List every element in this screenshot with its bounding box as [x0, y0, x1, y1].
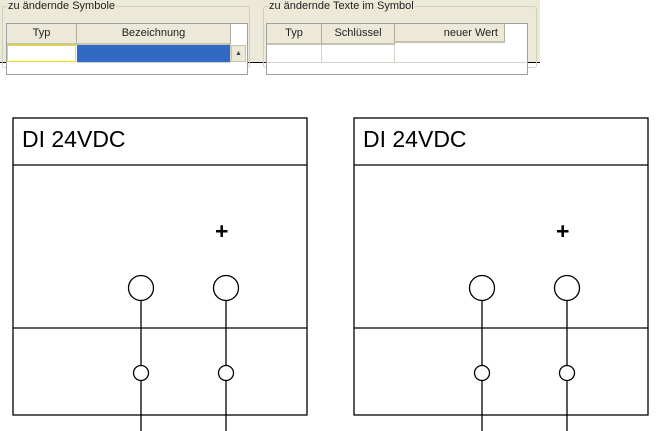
column-header-bezeichnung[interactable]: Bezeichnung	[77, 24, 231, 45]
connector-circle	[132, 364, 150, 382]
settings-panel: zu ändernde Symbole Typ Bezeichnung ▲ zu…	[0, 0, 540, 75]
terminal-circle	[468, 274, 496, 302]
column-header-neuer-wert[interactable]: neuer Wert	[395, 24, 505, 43]
scroll-up-button[interactable]: ▲	[231, 45, 246, 62]
plus-sign: +	[556, 218, 570, 244]
group-title: zu ändernde Symbole	[7, 0, 117, 12]
column-header-typ[interactable]: Typ	[267, 24, 322, 45]
terminal-circle	[127, 274, 155, 302]
symbols-group: zu ändernde Symbole Typ Bezeichnung ▲	[2, 0, 250, 75]
connector-circle	[473, 364, 491, 382]
terminal-circle	[553, 274, 581, 302]
group-title: zu ändernde Texte im Symbol	[268, 0, 415, 12]
plus-sign: +	[215, 218, 229, 244]
terminal-circle	[212, 274, 240, 302]
column-header-schluessel[interactable]: Schlüssel	[322, 24, 395, 45]
connector-circle	[558, 364, 576, 382]
symbol-frame	[353, 117, 649, 416]
symbol-title: DI 24VDC	[22, 126, 126, 152]
symbols-table[interactable]: Typ Bezeichnung ▲	[6, 23, 248, 75]
cell[interactable]	[322, 45, 395, 63]
texts-group: zu ändernde Texte im Symbol Typ Schlüsse…	[263, 0, 537, 75]
cell[interactable]	[267, 45, 322, 63]
column-header-typ[interactable]: Typ	[7, 24, 77, 45]
symbol-frame	[12, 117, 308, 416]
cell-bezeichnung-selected[interactable]	[77, 45, 231, 63]
symbol-title: DI 24VDC	[363, 126, 467, 152]
cell[interactable]	[395, 45, 527, 63]
texts-table[interactable]: Typ Schlüssel neuer Wert	[266, 23, 528, 75]
connector-circle	[217, 364, 235, 382]
cell-typ[interactable]	[7, 45, 76, 62]
